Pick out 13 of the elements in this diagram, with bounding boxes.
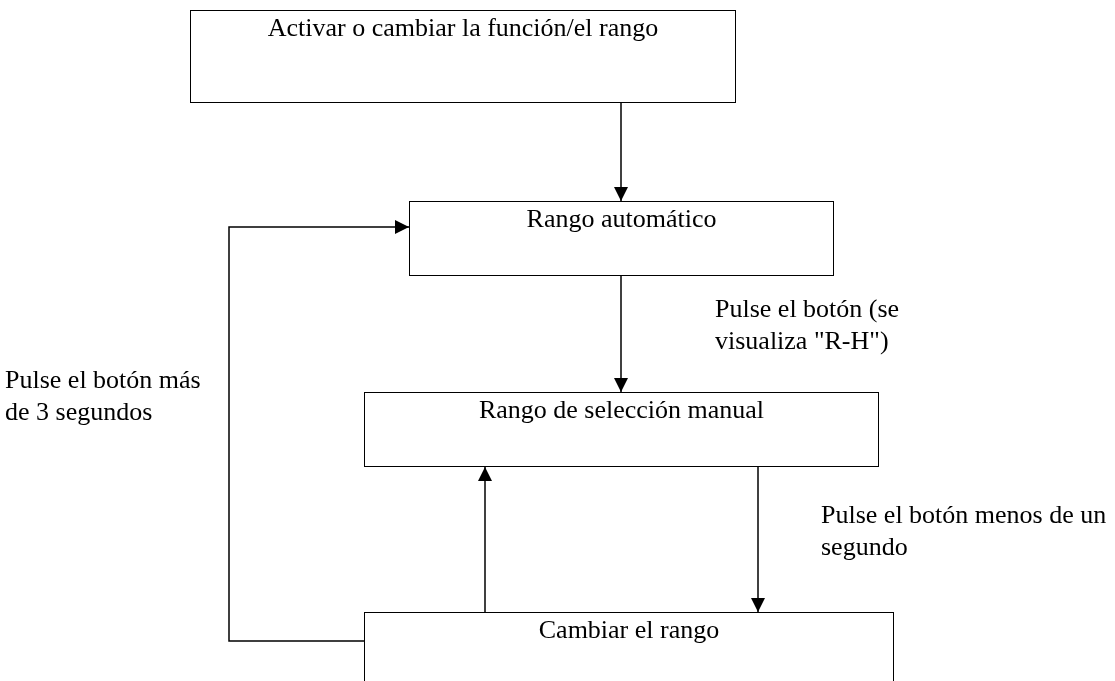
box-label: Cambiar el rango [537, 614, 721, 646]
process-box [364, 612, 894, 681]
arrow [614, 275, 628, 393]
arrow [614, 102, 628, 202]
process-box [364, 392, 879, 467]
process-box [409, 201, 834, 276]
arrow [478, 466, 492, 613]
box-label: Rango automático [525, 203, 718, 235]
arrow [751, 466, 765, 613]
arrow [228, 220, 410, 642]
box-label: Rango de selección manual [477, 394, 766, 426]
box-label: Activar o cambiar la función/el rango [266, 12, 660, 44]
process-box [190, 10, 736, 103]
